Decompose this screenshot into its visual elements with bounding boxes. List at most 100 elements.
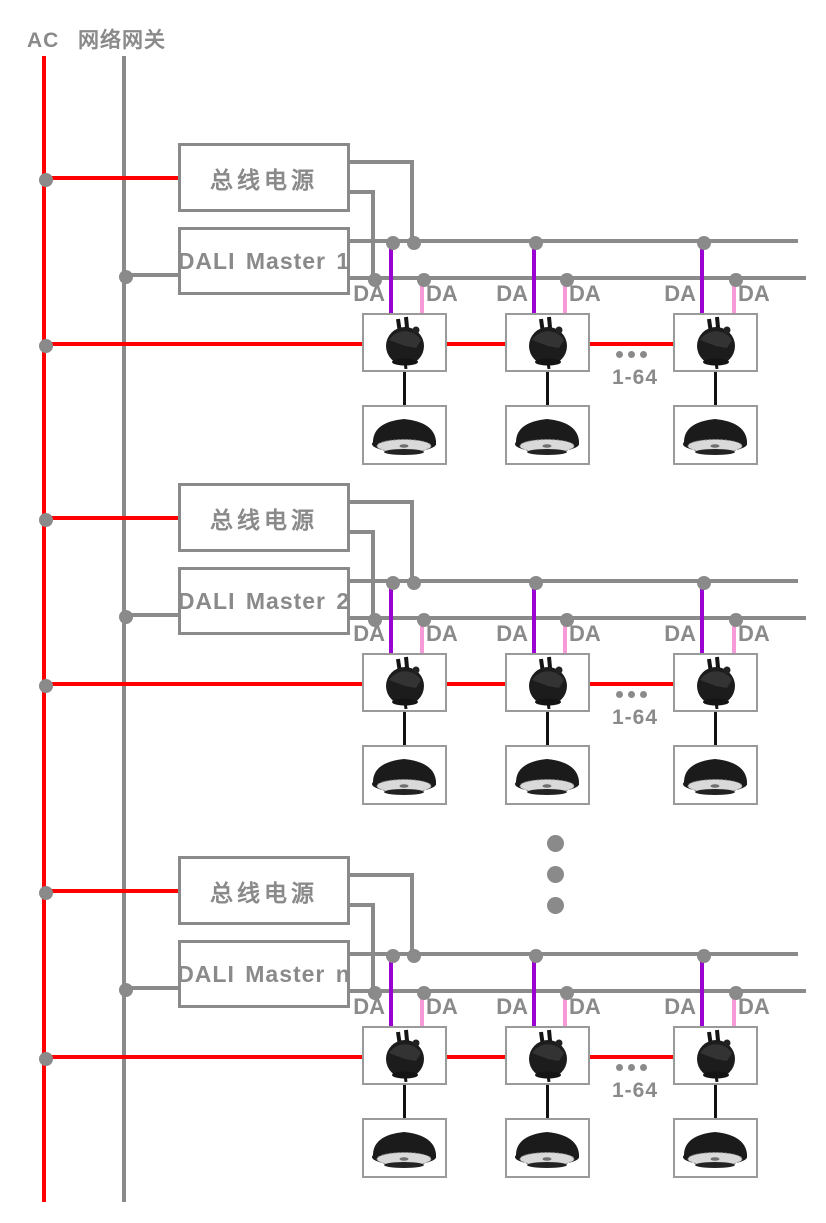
ac-branch-to-power bbox=[44, 176, 178, 180]
bus-junction-dot bbox=[417, 273, 431, 287]
dali-device-box bbox=[673, 313, 758, 372]
ac-device-row-segment bbox=[44, 1055, 362, 1059]
bus-junction-dot bbox=[697, 236, 711, 250]
continuation-dot bbox=[616, 351, 623, 358]
device-range-label: 1-64 bbox=[611, 706, 659, 729]
da-terminal-label: DA bbox=[496, 994, 528, 1019]
gateway-junction-dot bbox=[119, 983, 133, 997]
dali-da-minus-line bbox=[563, 277, 567, 315]
dali-da-plus-line bbox=[532, 580, 536, 654]
device-to-lamp-connector bbox=[714, 372, 717, 405]
bus-junction-dot bbox=[407, 576, 421, 590]
gateway-junction-dot bbox=[119, 610, 133, 624]
bus-power-feed-top-v bbox=[410, 873, 414, 956]
continuation-dot bbox=[616, 691, 623, 698]
dali-master-box: DALI Master n bbox=[177, 940, 350, 1008]
bus-power-feed-bottom-v bbox=[371, 530, 375, 620]
da-terminal-label: DA bbox=[569, 281, 601, 306]
bus-power-supply-label: 总线电源 bbox=[210, 166, 318, 193]
bus-junction-dot bbox=[729, 273, 743, 287]
dali-device-icon bbox=[386, 1029, 424, 1082]
lamp-box bbox=[673, 1118, 758, 1178]
ac-mains-line bbox=[42, 56, 46, 1202]
gateway-junction-dot bbox=[119, 270, 133, 284]
bus-power-feed-bottom-h bbox=[350, 903, 375, 907]
dali-da-minus-line bbox=[732, 277, 736, 315]
dali-bus-line-top bbox=[350, 579, 798, 583]
da-terminal-label: DA bbox=[496, 281, 528, 306]
dali-master-box: DALI Master 2 bbox=[178, 567, 350, 635]
device-to-lamp-connector bbox=[403, 1085, 406, 1118]
led-lamp-icon bbox=[683, 419, 747, 455]
device-range-label: 1-64 bbox=[611, 366, 659, 389]
gateway-branch-line bbox=[124, 986, 178, 990]
lamp-box bbox=[505, 745, 590, 805]
dali-da-plus-line bbox=[532, 953, 536, 1027]
ac-junction-dot bbox=[39, 886, 53, 900]
dali-device-box bbox=[673, 1026, 758, 1085]
ac-junction-dot bbox=[39, 173, 53, 187]
bus-junction-dot bbox=[560, 613, 574, 627]
dali-device-icon bbox=[529, 316, 567, 369]
bus-junction-dot bbox=[560, 986, 574, 1000]
dali-da-minus-line bbox=[420, 617, 424, 655]
bus-power-feed-bottom-v bbox=[371, 190, 375, 280]
dali-device-icon bbox=[697, 1029, 735, 1082]
device-to-lamp-connector bbox=[546, 712, 549, 745]
device-to-lamp-connector bbox=[403, 372, 406, 405]
da-terminal-label: DA bbox=[664, 994, 696, 1019]
bus-power-supply-label: 总线电源 bbox=[210, 879, 318, 906]
ac-device-row-segment bbox=[590, 682, 673, 686]
da-terminal-label: DA bbox=[426, 281, 458, 306]
continuation-dot bbox=[640, 1064, 647, 1071]
continuation-dot bbox=[640, 351, 647, 358]
ac-device-row-segment bbox=[590, 342, 673, 346]
da-terminal-label: DA bbox=[353, 281, 385, 306]
led-lamp-icon bbox=[515, 1132, 579, 1168]
gateway-label: 网络网关 bbox=[78, 29, 166, 52]
dali-da-minus-line bbox=[563, 990, 567, 1028]
continuation-dot bbox=[628, 1064, 635, 1071]
device-to-lamp-connector bbox=[714, 1085, 717, 1118]
bus-junction-dot bbox=[697, 576, 711, 590]
ac-device-row-segment bbox=[447, 682, 505, 686]
ac-device-row-segment bbox=[447, 1055, 505, 1059]
bus-junction-dot bbox=[560, 273, 574, 287]
dali-bus-line-bottom bbox=[350, 989, 806, 993]
device-to-lamp-connector bbox=[546, 372, 549, 405]
ac-device-row-segment bbox=[447, 342, 505, 346]
ac-device-row-segment bbox=[44, 342, 362, 346]
dali-da-minus-line bbox=[420, 277, 424, 315]
ac-branch-to-power bbox=[44, 516, 178, 520]
bus-power-feed-bottom-h bbox=[350, 190, 375, 194]
ac-branch-to-power bbox=[44, 889, 178, 893]
dali-device-icon bbox=[386, 316, 424, 369]
bus-junction-dot bbox=[386, 236, 400, 250]
lamp-box bbox=[505, 405, 590, 465]
dali-da-minus-line bbox=[420, 990, 424, 1028]
dali-device-box bbox=[362, 653, 447, 712]
da-terminal-label: DA bbox=[569, 994, 601, 1019]
bus-power-feed-top-v bbox=[410, 500, 414, 583]
da-terminal-label: DA bbox=[738, 281, 770, 306]
dali-master-label: DALI Master 2 bbox=[177, 587, 351, 614]
dali-device-box bbox=[362, 1026, 447, 1085]
da-terminal-label: DA bbox=[353, 621, 385, 646]
da-terminal-label: DA bbox=[353, 994, 385, 1019]
da-terminal-label: DA bbox=[426, 994, 458, 1019]
bus-junction-dot bbox=[417, 613, 431, 627]
bus-junction-dot bbox=[529, 236, 543, 250]
dali-master-box: DALI Master 1 bbox=[178, 227, 350, 295]
continuation-dot bbox=[628, 691, 635, 698]
dali-master-label: DALI Master 1 bbox=[177, 247, 351, 274]
dali-device-icon bbox=[697, 656, 735, 709]
bus-junction-dot bbox=[729, 986, 743, 1000]
dali-da-minus-line bbox=[563, 617, 567, 655]
da-terminal-label: DA bbox=[664, 621, 696, 646]
lamp-box bbox=[362, 1118, 447, 1178]
ac-junction-dot bbox=[39, 513, 53, 527]
da-terminal-label: DA bbox=[738, 994, 770, 1019]
ac-device-row-segment bbox=[590, 1055, 673, 1059]
da-terminal-label: DA bbox=[664, 281, 696, 306]
dali-device-icon bbox=[529, 656, 567, 709]
